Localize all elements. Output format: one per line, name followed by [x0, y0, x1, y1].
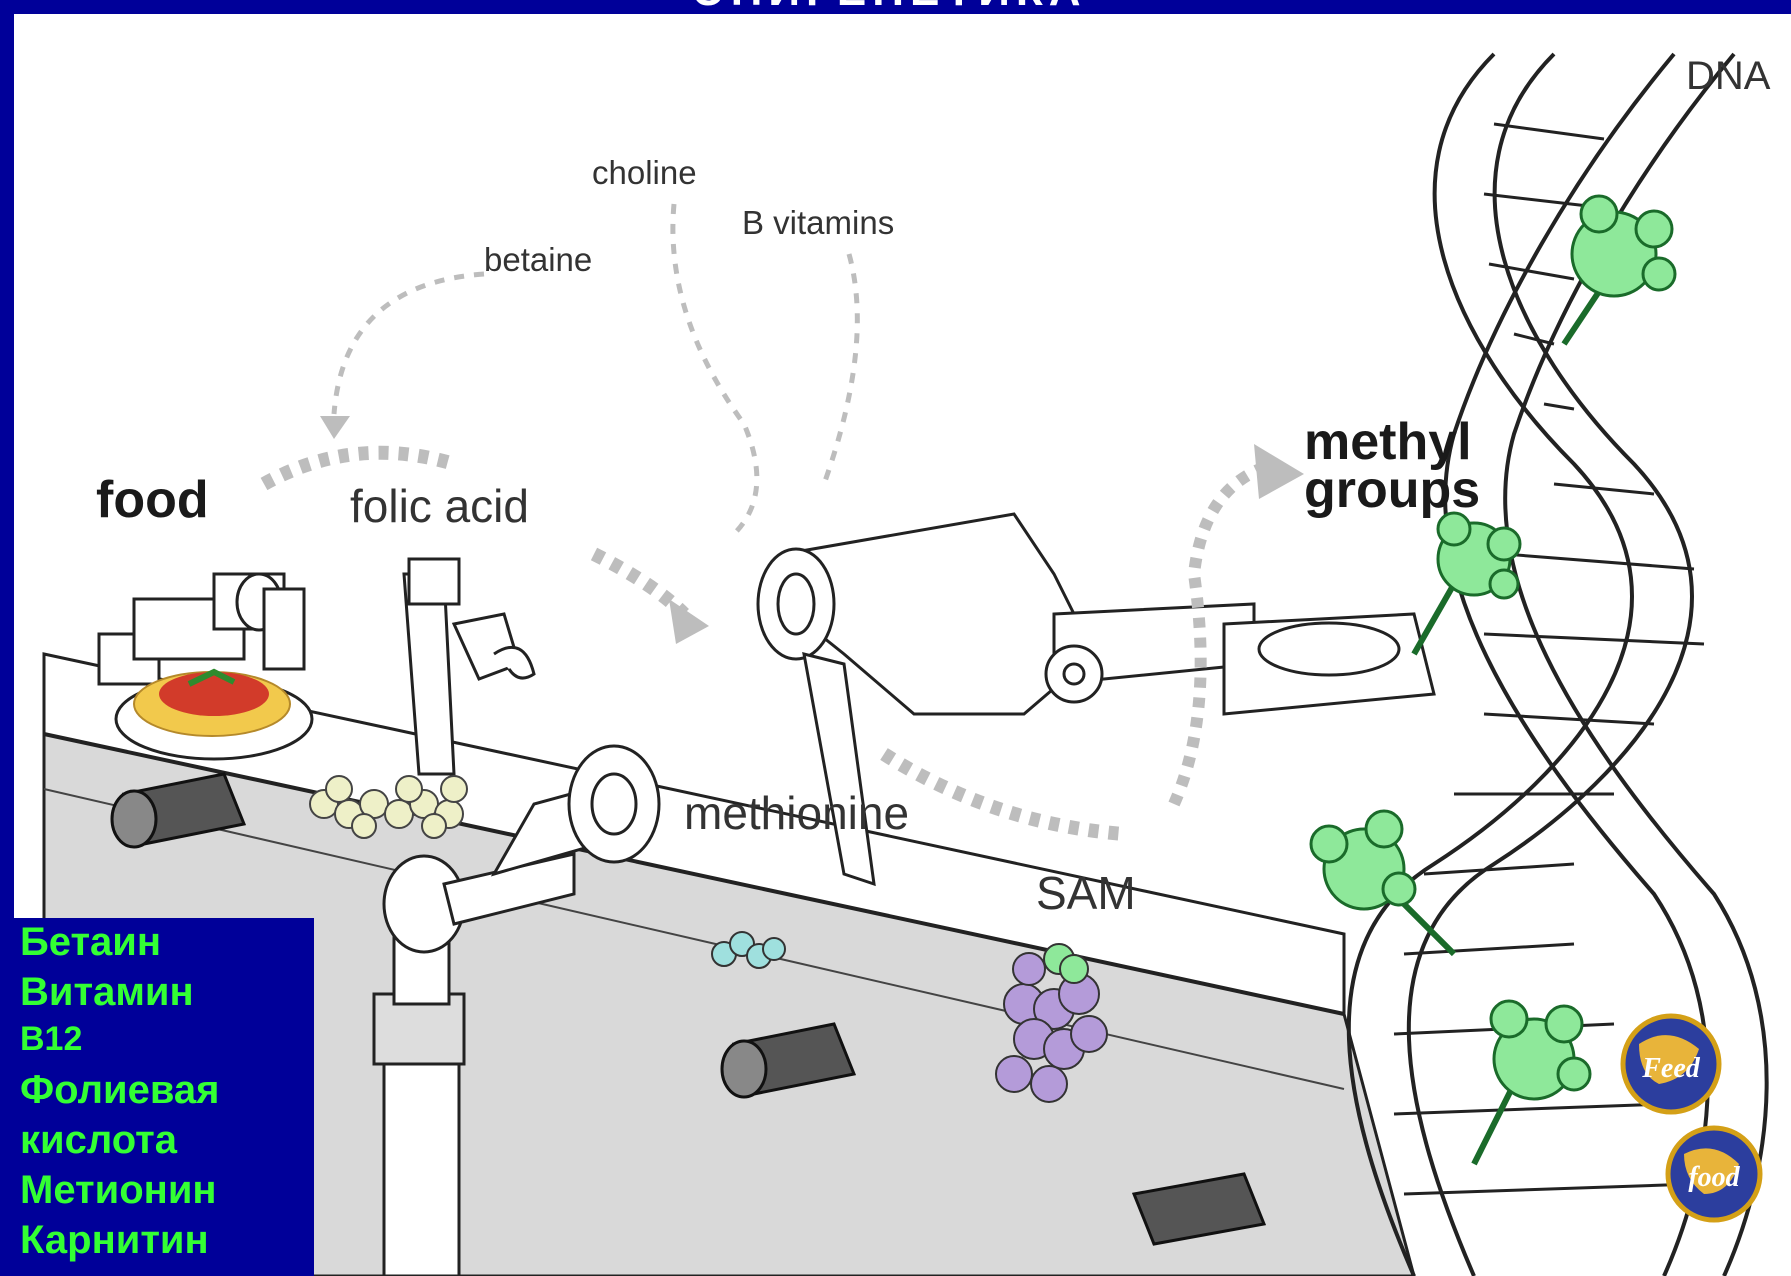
- nutrient-methionine: Метионин: [20, 1168, 217, 1213]
- nutrients-box: Бетаин Витамин В12 Фолиевая кислота Мети…: [14, 918, 314, 1276]
- label-betaine: betaine: [484, 241, 592, 279]
- title-strip: ЭПИГЕНЕТИКА: [560, 0, 1220, 18]
- nutrient-acid: кислота: [20, 1118, 177, 1163]
- slide-title: ЭПИГЕНЕТИКА: [560, 0, 1220, 16]
- nutrient-betaine: Бетаин: [20, 920, 161, 965]
- label-choline: choline: [592, 154, 697, 192]
- illustration-panel: Feed food DNA choline B vitamins betaine…: [14, 14, 1791, 1276]
- food-robot-arm: [99, 574, 304, 684]
- nutrient-carnitine: Карнитин: [20, 1218, 209, 1263]
- label-folic-acid: folic acid: [350, 479, 529, 533]
- label-groups: groups: [1304, 466, 1480, 514]
- label-food: food: [96, 476, 209, 524]
- label-sam: SAM: [1036, 866, 1136, 920]
- label-dna: DNA: [1686, 54, 1770, 99]
- badge-top-text: Feed: [1641, 1053, 1701, 1084]
- label-b-vitamins: B vitamins: [742, 204, 894, 242]
- folic-acid-robot-arm: [404, 559, 534, 774]
- nutrient-vitamin: Витамин: [20, 970, 194, 1015]
- nutrient-b12: В12: [20, 1020, 82, 1059]
- label-methionine: methionine: [684, 786, 909, 840]
- label-methyl: methyl: [1304, 418, 1472, 466]
- nutrient-folic: Фолиевая: [20, 1068, 219, 1113]
- badge-bottom-text: food: [1688, 1162, 1740, 1193]
